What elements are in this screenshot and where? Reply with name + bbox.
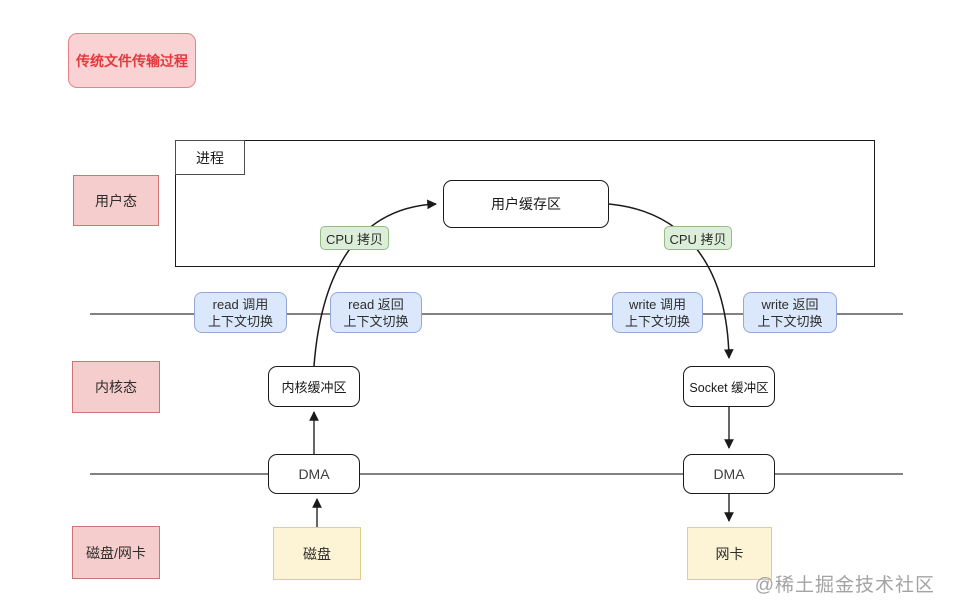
badge-line2: 上下文切换	[343, 313, 409, 329]
watermark: @稀土掘金技术社区	[754, 575, 935, 596]
badge-line1: read 调用	[212, 296, 269, 312]
badge-write-call-context-switch: write 调用 上下文切换	[612, 292, 703, 333]
badge-line1: write 返回	[761, 296, 819, 312]
badge-line1: read 返回	[348, 296, 404, 312]
process-container	[175, 140, 875, 267]
badge-line1: write 调用	[628, 296, 687, 312]
layer-label-user-mode: 用户态	[73, 175, 159, 226]
arrow-kernel-buffer-to-user-buffer	[313, 199, 437, 367]
node-disk: 磁盘	[273, 527, 361, 580]
badge-read-return-context-switch: read 返回 上下文切换	[330, 292, 422, 333]
process-tab-label: 进程	[175, 140, 245, 175]
node-kernel-buffer: 内核缓冲区	[268, 366, 360, 407]
node-nic: 网卡	[687, 527, 772, 580]
diagram-title: 传统文件传输过程	[68, 33, 196, 88]
badge-cpu-copy-right: CPU 拷贝	[664, 226, 732, 250]
node-socket-buffer: Socket 缓冲区	[683, 366, 775, 407]
node-user-buffer: 用户缓存区	[443, 180, 609, 228]
badge-line2: 上下文切换	[757, 313, 823, 329]
badge-line2: 上下文切换	[207, 313, 273, 329]
badge-write-return-context-switch: write 返回 上下文切换	[743, 292, 837, 333]
badge-line2: 上下文切换	[624, 313, 690, 329]
node-dma-left: DMA	[268, 454, 360, 494]
layer-label-disk-nic: 磁盘/网卡	[72, 526, 160, 579]
node-dma-right: DMA	[683, 454, 775, 494]
layer-label-kernel-mode: 内核态	[72, 361, 160, 413]
badge-cpu-copy-left: CPU 拷贝	[320, 226, 389, 250]
badge-read-call-context-switch: read 调用 上下文切换	[194, 292, 287, 333]
